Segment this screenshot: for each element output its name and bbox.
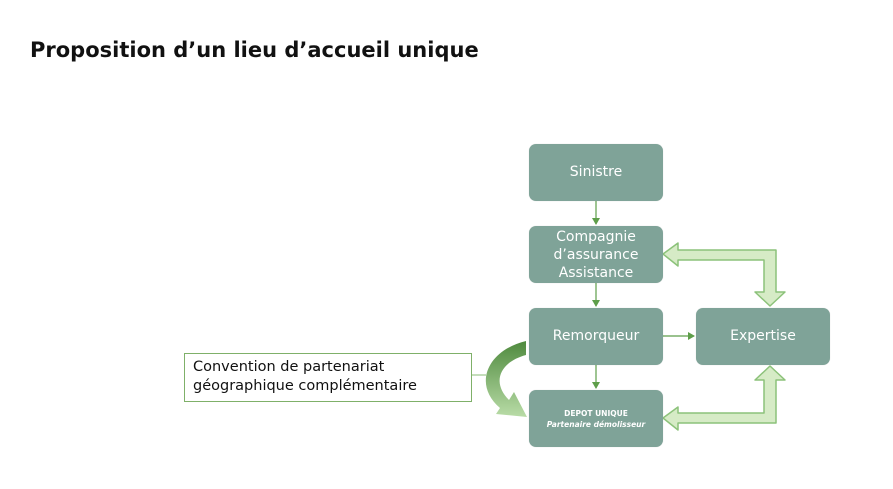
double-arrow-depot-expertise xyxy=(662,365,786,431)
node-remorqueur: Remorqueur xyxy=(529,308,663,365)
node-compagnie-line1: Compagnie xyxy=(556,228,636,245)
node-compagnie-line2: d’assurance xyxy=(553,246,639,263)
node-depot-sub-label: Partenaire démolisseur xyxy=(546,419,646,429)
double-arrow-compagnie-expertise xyxy=(662,242,786,307)
node-expertise: Expertise xyxy=(696,308,830,365)
curved-arrow-to-depot xyxy=(485,341,527,417)
node-depot-main-label: DEPOT UNIQUE xyxy=(564,408,628,418)
node-sinistre: Sinistre xyxy=(529,144,663,201)
node-expertise-label: Expertise xyxy=(730,328,796,344)
node-compagnie-assurance: Compagnie d’assurance Assistance xyxy=(529,226,663,283)
node-sinistre-label: Sinistre xyxy=(569,164,623,180)
note-line-1: Convention de partenariat xyxy=(193,359,385,375)
note-line-2: géographique complémentaire xyxy=(193,378,417,394)
node-remorqueur-label: Remorqueur xyxy=(552,328,640,344)
partnership-note-box: Convention de partenariat géographique c… xyxy=(184,353,472,402)
slide-title: Proposition d’un lieu d’accueil unique xyxy=(30,38,479,62)
node-depot-unique: DEPOT UNIQUE Partenaire démolisseur xyxy=(529,390,663,447)
node-compagnie-line3: Assistance xyxy=(558,264,634,281)
